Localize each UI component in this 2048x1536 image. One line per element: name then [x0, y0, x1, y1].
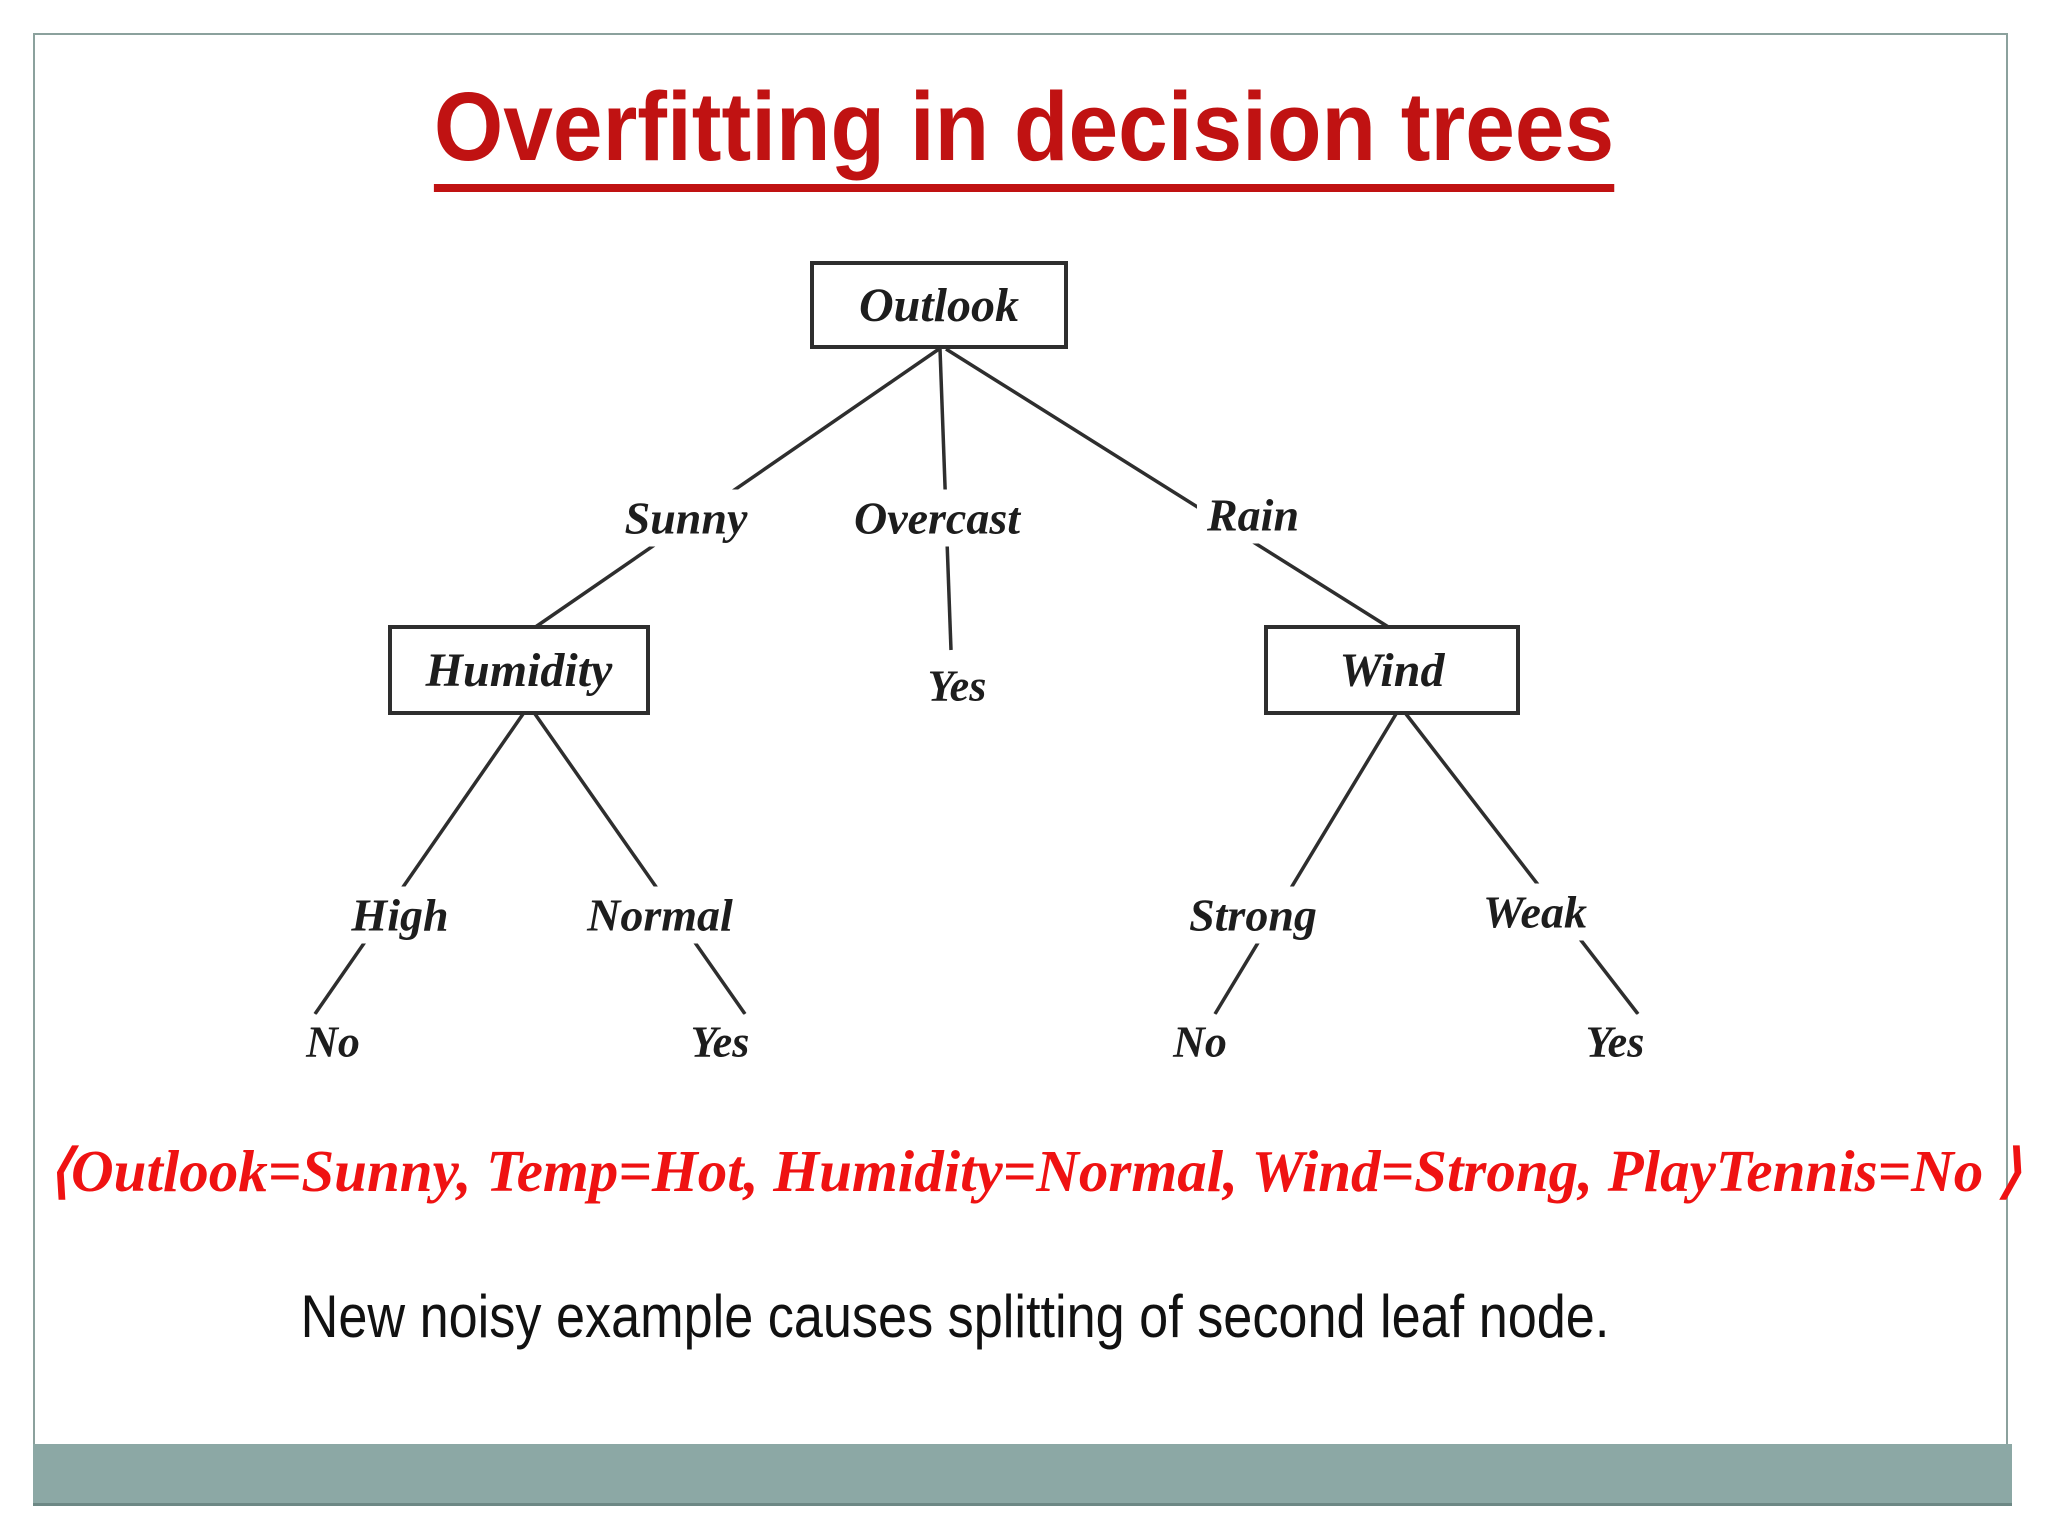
- edge-label-rain: Rain: [1196, 486, 1310, 544]
- leaf-strong-no: No: [1165, 1014, 1235, 1070]
- edge-wind-no: [1213, 713, 1398, 1015]
- leaf-weak-yes: Yes: [1577, 1014, 1653, 1070]
- edge-label-high: High: [341, 886, 459, 944]
- edge-label-sunny: Sunny: [614, 489, 758, 547]
- edge-outlook-humidity: [533, 347, 940, 630]
- edge-label-strong: Strong: [1179, 886, 1327, 944]
- page-title-text: Overfitting in decision trees: [433, 76, 1615, 192]
- node-wind-box: Wind: [1264, 625, 1520, 715]
- edge-wind-yes: [1404, 712, 1640, 1016]
- node-outlook-box: Outlook: [810, 261, 1068, 349]
- footer-bar: [33, 1444, 2012, 1506]
- leaf-high-no: No: [298, 1014, 368, 1070]
- caption-text: New noisy example causes splitting of se…: [300, 1283, 1610, 1350]
- edge-label-weak: Weak: [1473, 883, 1597, 941]
- edge-label-normal: Normal: [577, 886, 743, 944]
- edge-humidity-no: [313, 713, 525, 1015]
- leaf-overcast-yes: Yes: [919, 658, 995, 714]
- edge-outlook-wind: [945, 347, 1391, 630]
- leaf-normal-yes: Yes: [682, 1014, 758, 1070]
- edge-humidity-yes: [533, 712, 747, 1016]
- page-title: Overfitting in decision trees: [433, 76, 1615, 192]
- node-humidity-box: Humidity: [388, 625, 650, 715]
- example-tuple-text: ⟨Outlook=Sunny, Temp=Hot, Humidity=Norma…: [48, 1138, 2022, 1204]
- edge-label-overcast: Overcast: [843, 489, 1031, 547]
